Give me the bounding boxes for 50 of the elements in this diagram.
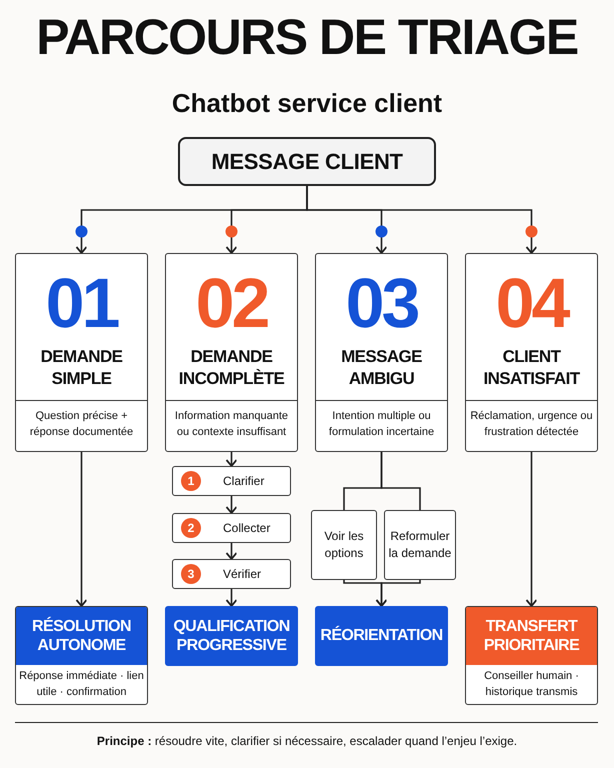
connector-arrow <box>526 452 538 607</box>
result-description: Conseiller humain · historique transmis <box>483 668 580 700</box>
category-card <box>465 253 598 452</box>
outcome-box <box>465 606 598 705</box>
connector-arrow <box>226 496 238 514</box>
step-label: Collecter <box>223 521 270 535</box>
step-label: Vérifier <box>223 567 262 581</box>
category-card <box>165 253 298 452</box>
step-number-badge: 2 <box>181 518 201 538</box>
category-card <box>15 253 148 452</box>
result-description: Réponse immédiate · lien utile · confirmation <box>18 668 145 700</box>
card-number: 01 <box>44 268 119 338</box>
card-title: DEMANDE SIMPLE <box>40 346 124 390</box>
start-box <box>178 137 436 186</box>
step-label: Clarifier <box>223 474 264 488</box>
connector-arrow <box>76 452 88 607</box>
step-number-badge: 1 <box>181 471 201 491</box>
card-number: 02 <box>194 268 269 338</box>
connector-arrow <box>226 452 238 467</box>
card-description: Information manquante ou contexte insuffisant <box>166 400 297 451</box>
diagram-subtitle: Chatbot service client <box>170 88 444 119</box>
step-box <box>172 466 291 496</box>
connector-arrow <box>226 589 238 607</box>
category-card <box>315 253 448 452</box>
option-label: Voir les options <box>323 528 365 562</box>
card-title: MESSAGE AMBIGU <box>340 346 423 390</box>
card-title: DEMANDE INCOMPLÈTE <box>178 346 286 390</box>
outcome-box <box>15 606 148 705</box>
card-description: Réclamation, urgence ou frustration détectée <box>466 400 597 451</box>
card-number: 04 <box>494 268 570 338</box>
step-box <box>172 513 291 543</box>
footer-note: Principe : résoudre vite, clarifier si nécessaire, escalader quand l’enjeu l’exige. <box>96 734 518 748</box>
card-description: Intention multiple ou formulation incertaine <box>316 400 447 451</box>
option-label: Reformuler la demande <box>388 528 452 562</box>
connector-arrow <box>306 186 538 254</box>
step-number-badge: 3 <box>181 564 201 584</box>
node-title: MESSAGE CLIENT <box>210 148 404 174</box>
connector-arrow <box>376 580 421 607</box>
outcome-box <box>315 606 448 666</box>
connector-arrow <box>226 543 238 560</box>
result-title: RÉSOLUTION AUTONOME <box>16 607 147 665</box>
option-box <box>311 510 377 580</box>
diagram-title: PARCOURS DE TRIAGE <box>35 12 579 62</box>
card-title: CLIENT INSATISFAIT <box>482 346 581 390</box>
option-box <box>384 510 456 580</box>
result-title: TRANSFERT PRIORITAIRE <box>466 607 597 665</box>
card-number: 03 <box>344 268 419 338</box>
outcome-box <box>165 606 298 666</box>
card-description: Question précise + réponse documentée <box>16 400 147 451</box>
step-box <box>172 559 291 589</box>
